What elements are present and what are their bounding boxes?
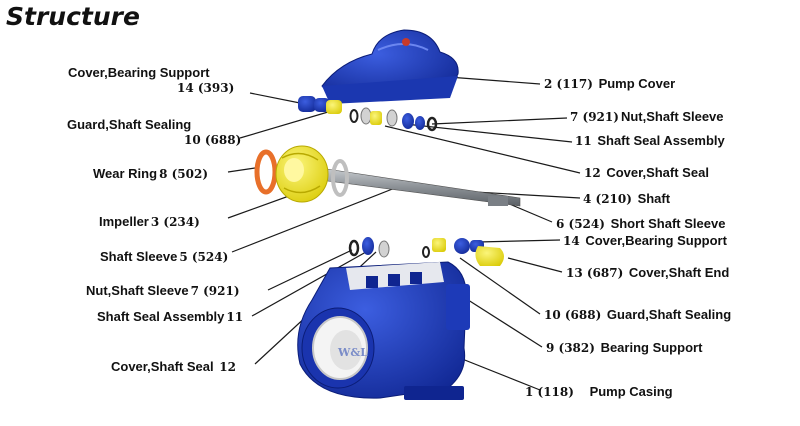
label-number: 2 (117) (544, 77, 593, 91)
leader-cover-shaft-end (507, 257, 563, 273)
label-cover-bearing-support-left: Cover,Bearing Support (68, 66, 210, 80)
label-name: Short Shaft Sleeve (610, 216, 726, 231)
leader-shaft-seal-assembly-right (404, 123, 573, 143)
lower-parts-row (348, 237, 504, 266)
label-pump-cover: 2 (117) Pump Cover (542, 76, 676, 92)
label-number: 11 (575, 134, 592, 148)
label-name: Guard,Shaft Sealing (67, 117, 192, 132)
label-name: Impeller (99, 214, 149, 229)
label-guard-shaft-sealing-left: Guard,Shaft Sealing (67, 118, 191, 132)
wear-ring-left-part (254, 149, 278, 195)
label-pump-casing: 1 (118) Pump Casing (523, 384, 673, 400)
label-number: 3 (234) (150, 215, 200, 229)
impeller-part (275, 145, 329, 203)
label-number: 12 (219, 360, 236, 374)
leader-guard-shaft-sealing-left (239, 111, 329, 139)
label-guard-shaft-sealing-right: 10 (688) Guard,Shaft Sealing (542, 307, 732, 323)
leader-bearing-support (464, 297, 543, 348)
label-number: 5 (524) (179, 250, 229, 264)
leader-cover-bearing-support-right (477, 239, 561, 243)
pump-casing-part (297, 261, 470, 400)
label-name: Cover,Bearing Support (585, 233, 727, 248)
leader-wear-ring (227, 167, 256, 173)
label-bearing-support: 9 (382) Bearing Support (544, 340, 703, 356)
label-cover-bearing-support-left-num: 14 (393) (175, 81, 236, 95)
label-name: Wear Ring (93, 166, 158, 181)
pump-cover-part (321, 29, 459, 104)
label-name: Cover,Shaft Seal (606, 165, 709, 180)
label-cover-bearing-support-right: 14 Cover,Bearing Support (561, 233, 727, 249)
label-shaft: 4 (210) Shaft (581, 191, 671, 207)
leader-shaft-seal-assembly-left (251, 251, 367, 317)
label-name: Pump Casing (589, 384, 673, 399)
label-name: Cover,Bearing Support (68, 65, 210, 80)
label-name: Nut,Shaft Sleeve (620, 109, 724, 124)
label-name: Bearing Support (600, 340, 703, 355)
leader-cover-shaft-seal-right (384, 125, 581, 174)
wear-ring-right-part (331, 159, 349, 197)
shaft-part (319, 167, 521, 207)
label-name: Shaft Seal Assembly (597, 133, 725, 148)
label-number: 12 (584, 166, 601, 180)
label-name: Cover,Shaft End (628, 265, 730, 280)
label-number: 6 (524) (556, 217, 605, 231)
label-number: 14 (393) (177, 81, 235, 95)
label-cover-shaft-seal-right: 12 Cover,Shaft Seal (582, 165, 709, 181)
leader-nut-shaft-sleeve-left (267, 249, 353, 291)
label-name: Cover,Shaft Seal (111, 359, 214, 374)
leader-shaft-sleeve (231, 187, 396, 253)
label-cover-shaft-end: 13 (687) Cover,Shaft End (564, 265, 730, 281)
label-number: 8 (502) (159, 167, 208, 181)
label-number: 10 (688) (544, 308, 602, 322)
label-nut-shaft-sleeve-right: 7 (921)Nut,Shaft Sleeve (568, 109, 724, 125)
casing-logo-text: W&L (338, 346, 369, 359)
label-name: Nut,Shaft Sleeve (86, 283, 189, 298)
label-number: 11 (226, 310, 244, 324)
label-name: Shaft (637, 191, 671, 206)
label-guard-shaft-sealing-left-num: 10 (688) (182, 133, 243, 147)
label-short-shaft-sleeve: 6 (524) Short Shaft Sleeve (554, 216, 726, 232)
label-name: Shaft Seal Assembly (97, 309, 225, 324)
label-shaft-seal-assembly-right: 11 Shaft Seal Assembly (573, 133, 725, 149)
page-title: Structure (6, 2, 140, 31)
leader-cover-bearing-support-left (249, 92, 306, 105)
label-number: 14 (563, 234, 580, 248)
label-number: 13 (687) (566, 266, 624, 280)
label-number: 9 (382) (546, 341, 595, 355)
label-name: Guard,Shaft Sealing (606, 307, 732, 322)
label-name: Shaft Sleeve (100, 249, 178, 264)
label-number: 1 (118) (525, 385, 574, 399)
label-cover-shaft-seal-left: Cover,Shaft Seal 12 (111, 359, 238, 375)
label-name: Pump Cover (598, 76, 676, 91)
leader-guard-shaft-sealing-right (459, 257, 541, 315)
label-number: 7 (921) (190, 284, 240, 298)
label-number: 4 (210) (583, 192, 632, 206)
label-number: 10 (688) (184, 133, 242, 147)
upper-parts-row (298, 96, 438, 132)
leader-nut-shaft-sleeve-right (431, 117, 568, 125)
label-number: 7 (921) (570, 110, 619, 124)
